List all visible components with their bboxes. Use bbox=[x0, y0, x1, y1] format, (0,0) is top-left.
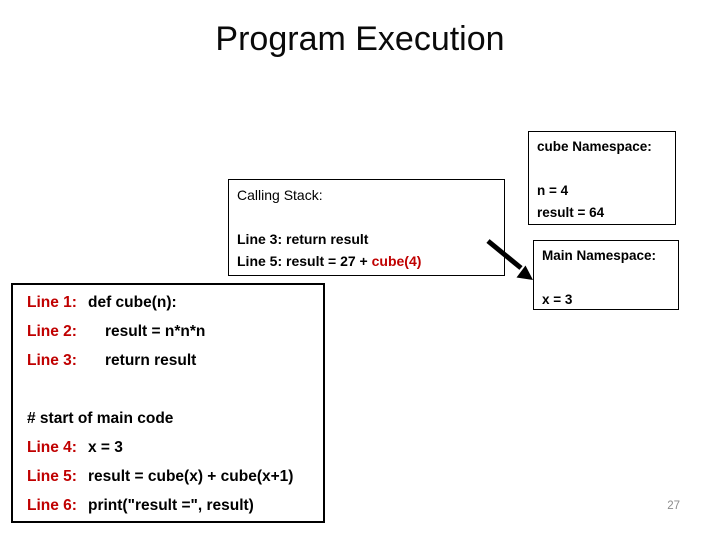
cube-namespace-box: cube Namespace: n = 4 result = 64 bbox=[528, 131, 676, 225]
code-line-3-label: Line 3: bbox=[27, 352, 77, 369]
code-line-5-label: Line 5: bbox=[27, 468, 77, 485]
code-line-6: Line 6: print("result =", result) bbox=[27, 491, 321, 520]
flow-arrow-icon bbox=[486, 239, 533, 280]
code-line-6-code: print("result =", result) bbox=[88, 497, 254, 514]
code-line-1-label: Line 1: bbox=[27, 294, 77, 311]
code-line-2: Line 2: result = n*n*n bbox=[27, 317, 321, 346]
stack-frame-line5-highlight: cube(4) bbox=[371, 253, 422, 269]
main-namespace-var-x: x = 3 bbox=[542, 292, 573, 307]
spacer bbox=[237, 206, 500, 228]
code-line-4-label: Line 4: bbox=[27, 439, 77, 456]
code-line-5-code: result = cube(x) + cube(x+1) bbox=[88, 468, 294, 485]
code-listing-box: Line 1: def cube(n): Line 2: result = n*n*… bbox=[11, 283, 325, 523]
code-line-5: Line 5: result = cube(x) + cube(x+1) bbox=[27, 462, 321, 491]
code-line-3-code: return result bbox=[105, 352, 197, 369]
code-line-3: Line 3: return result bbox=[27, 346, 321, 375]
slide-title: Program Execution bbox=[215, 20, 505, 58]
cube-namespace-var-result: result = 64 bbox=[537, 205, 605, 220]
spacer bbox=[542, 267, 674, 289]
stack-frame-line3: Line 3: return result bbox=[237, 231, 369, 247]
code-line-4: Line 4: x = 3 bbox=[27, 433, 321, 462]
code-line-1: Line 1: def cube(n): bbox=[27, 288, 321, 317]
spacer bbox=[27, 375, 321, 404]
main-namespace-header: Main Namespace: bbox=[542, 248, 657, 263]
cube-namespace-header: cube Namespace: bbox=[537, 139, 652, 154]
calling-stack-box: Calling Stack: Line 3: return result Lin… bbox=[228, 179, 505, 276]
code-line-4-code: x = 3 bbox=[88, 439, 123, 456]
main-namespace-box: Main Namespace: x = 3 bbox=[533, 240, 679, 310]
code-line-2-label: Line 2: bbox=[27, 323, 77, 340]
cube-namespace-var-n: n = 4 bbox=[537, 183, 569, 198]
page-number: 27 bbox=[667, 500, 680, 512]
stack-frame-line5-prefix: Line 5: result = 27 + bbox=[237, 253, 372, 269]
code-line-1-code: def cube(n): bbox=[88, 294, 177, 311]
spacer bbox=[537, 158, 671, 180]
stack-frame-line5: Line 5: result = 27 + cube(4) bbox=[237, 250, 500, 272]
code-line-2-code: result = n*n*n bbox=[105, 323, 206, 340]
code-line-6-label: Line 6: bbox=[27, 497, 77, 514]
code-comment: # start of main code bbox=[27, 410, 174, 427]
calling-stack-header: Calling Stack: bbox=[237, 187, 323, 203]
